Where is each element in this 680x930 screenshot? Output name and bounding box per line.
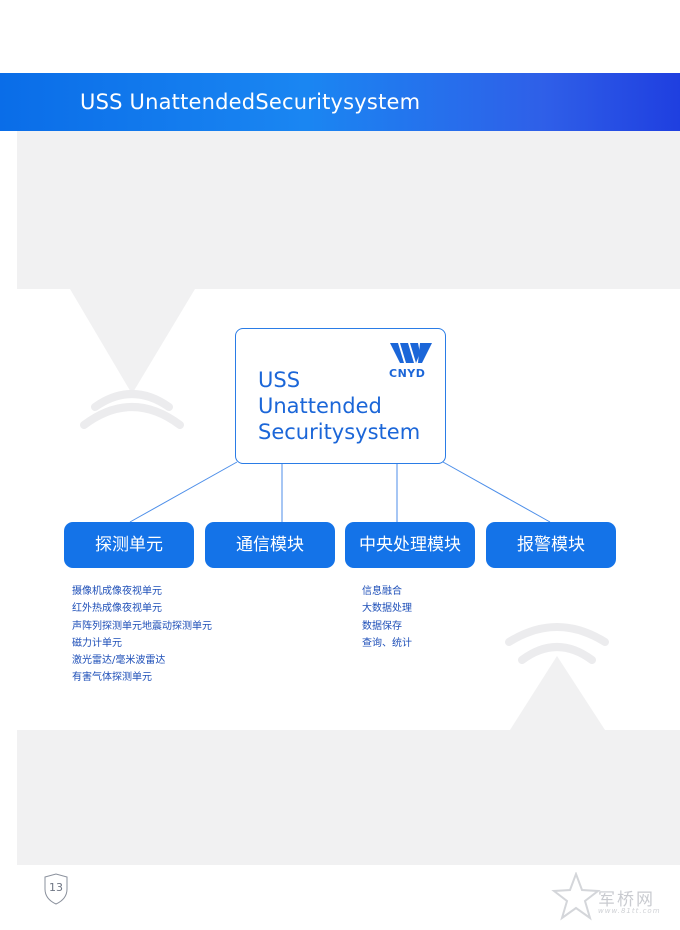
header-title: USS UnattendedSecuritysystem [80, 90, 421, 114]
list-item: 信息融合 [362, 586, 402, 597]
module-detection-unit: 探测单元 [64, 522, 194, 568]
list-item: 查询、统计 [362, 637, 412, 649]
page-number: 13 [49, 881, 63, 894]
list-item: 声阵列探测单元地震动探测单元 [72, 620, 212, 632]
shield-icon [44, 873, 68, 905]
module-communication: 通信模块 [205, 522, 335, 568]
watermark-url: www.81tt.com [598, 907, 661, 915]
cnyd-logo-text: CNYD [389, 367, 426, 380]
list-item: 红外热成像夜视单元 [72, 603, 162, 615]
module-central-processing: 中央处理模块 [345, 522, 475, 568]
detection-unit-list: 摄像机成像夜视单元 红外热成像夜视单元 声阵列探测单元地震动探测单元 磁力计单元… [72, 583, 212, 687]
main-title-line-1: USS [258, 368, 301, 392]
signal-down-triangle-icon [70, 289, 195, 429]
signal-up-triangle-icon [505, 623, 609, 730]
list-item: 磁力计单元 [72, 637, 122, 649]
gray-background-upper [17, 131, 680, 289]
page-number-badge: 13 [42, 873, 70, 905]
watermark-text: 军桥网 [598, 890, 655, 910]
main-system-title: USS Unattended Securitysystem [258, 367, 420, 445]
list-item: 数据保存 [362, 620, 402, 632]
list-item: 摄像机成像夜视单元 [72, 586, 162, 597]
gray-background-lower [17, 730, 680, 865]
watermark-star-icon [551, 872, 601, 921]
main-title-line-3: Securitysystem [258, 420, 421, 444]
list-item: 激光雷达/毫米波雷达 [72, 655, 166, 667]
cnyd-logo-icon [390, 343, 432, 363]
list-item: 大数据处理 [362, 603, 412, 615]
list-item: 有害气体探测单元 [72, 672, 152, 684]
main-system-box: CNYD USS Unattended Securitysystem [235, 328, 446, 464]
module-alarm: 报警模块 [486, 522, 616, 568]
central-processing-list: 信息融合 大数据处理 数据保存 查询、统计 [362, 583, 412, 652]
main-title-line-2: Unattended [258, 394, 382, 418]
header-band: USS UnattendedSecuritysystem [0, 73, 680, 131]
